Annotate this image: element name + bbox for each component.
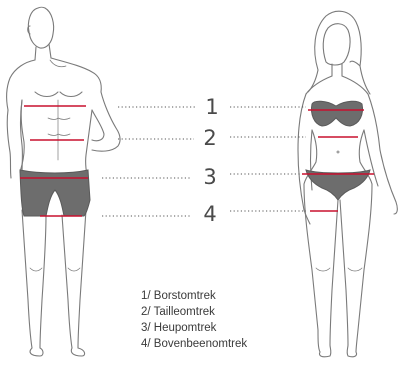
female-bikini-top (311, 101, 362, 126)
legend-thigh: 4/ Bovenbeenomtrek (141, 338, 247, 350)
measurement-number-2: 2 (198, 126, 222, 150)
legend-chest: 1/ Borstomtrek (141, 290, 216, 302)
male-shorts (20, 170, 90, 216)
measurement-number-3: 3 (198, 165, 222, 189)
legend-waist: 2/ Tailleomtrek (141, 306, 215, 318)
measurement-number-4: 4 (198, 202, 222, 226)
dotted-leaders (102, 107, 306, 216)
measurement-number-1: 1 (200, 95, 224, 119)
legend-hip: 3/ Heupomtrek (141, 322, 216, 334)
